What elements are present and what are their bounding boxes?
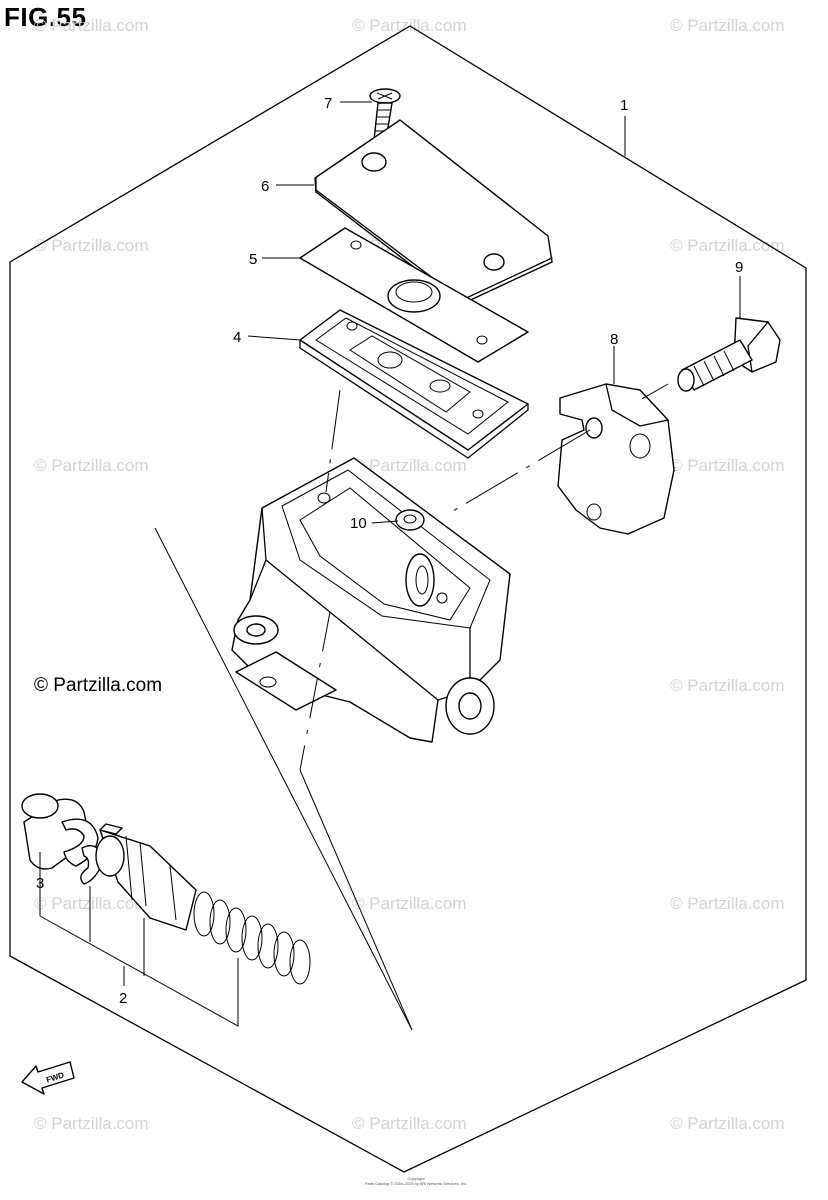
watermark: © Partzilla.com bbox=[670, 1114, 785, 1133]
screw-part-7 bbox=[369, 88, 401, 141]
callout-2: 2 bbox=[119, 990, 127, 1007]
callout-4: 4 bbox=[233, 329, 241, 346]
watermark: © Partzilla.com bbox=[670, 16, 785, 35]
watermark: © Partzilla.com bbox=[34, 16, 149, 35]
master-cylinder-body bbox=[231, 457, 511, 743]
copyright-line-2: Parts Catalog © 2004-2019 by ARI Network… bbox=[364, 1181, 468, 1186]
callout-1: 1 bbox=[620, 97, 628, 114]
watermark: © Partzilla.com bbox=[670, 894, 785, 913]
fwd-arrow-icon: FWD bbox=[21, 1061, 75, 1095]
watermark: © Partzilla.com bbox=[34, 894, 149, 913]
plate-part-5 bbox=[299, 227, 529, 363]
watermark: © Partzilla.com bbox=[352, 456, 467, 475]
piston-group-bracket bbox=[39, 852, 239, 1027]
watermark: © Partzilla.com bbox=[34, 236, 149, 255]
callout-7: 7 bbox=[324, 95, 332, 112]
callout-10: 10 bbox=[350, 515, 367, 532]
diaphragm-part-4 bbox=[299, 309, 529, 459]
watermark: © Partzilla.com bbox=[670, 676, 785, 695]
bolt-part-9 bbox=[677, 317, 781, 392]
watermark: © Partzilla.com bbox=[670, 236, 785, 255]
callout-8: 8 bbox=[610, 331, 618, 348]
watermark: © Partzilla.com bbox=[352, 16, 467, 35]
alignment-line bbox=[325, 389, 341, 493]
holder-part-8 bbox=[557, 383, 675, 535]
screw-part-10 bbox=[395, 509, 425, 531]
watermark: © Partzilla.com bbox=[670, 456, 785, 475]
subassembly-bracket bbox=[154, 527, 413, 1031]
cap-part-6 bbox=[314, 119, 553, 305]
callout-5: 5 bbox=[249, 251, 257, 268]
copyright-line-1: Copyright bbox=[407, 1176, 425, 1181]
watermark-main: © Partzilla.com bbox=[34, 675, 163, 696]
copyright-footer: Copyright Parts Catalog © 2004-2019 by A… bbox=[356, 1176, 476, 1186]
watermark: © Partzilla.com bbox=[34, 1114, 149, 1133]
callout-9: 9 bbox=[735, 259, 743, 276]
alignment-line bbox=[639, 383, 669, 401]
piston-set-part-2 bbox=[21, 793, 311, 985]
callout-6: 6 bbox=[261, 178, 269, 195]
watermark: © Partzilla.com bbox=[352, 894, 467, 913]
watermark: © Partzilla.com bbox=[352, 1114, 467, 1133]
assembly-boundary bbox=[9, 25, 807, 1173]
callout-3: 3 bbox=[36, 875, 44, 892]
figure-title: FIG.55 bbox=[4, 2, 87, 32]
leader-line-4 bbox=[247, 335, 301, 341]
alignment-line bbox=[299, 611, 331, 771]
leader-line-10 bbox=[371, 520, 399, 524]
alignment-line bbox=[447, 429, 591, 515]
watermark: © Partzilla.com bbox=[34, 456, 149, 475]
